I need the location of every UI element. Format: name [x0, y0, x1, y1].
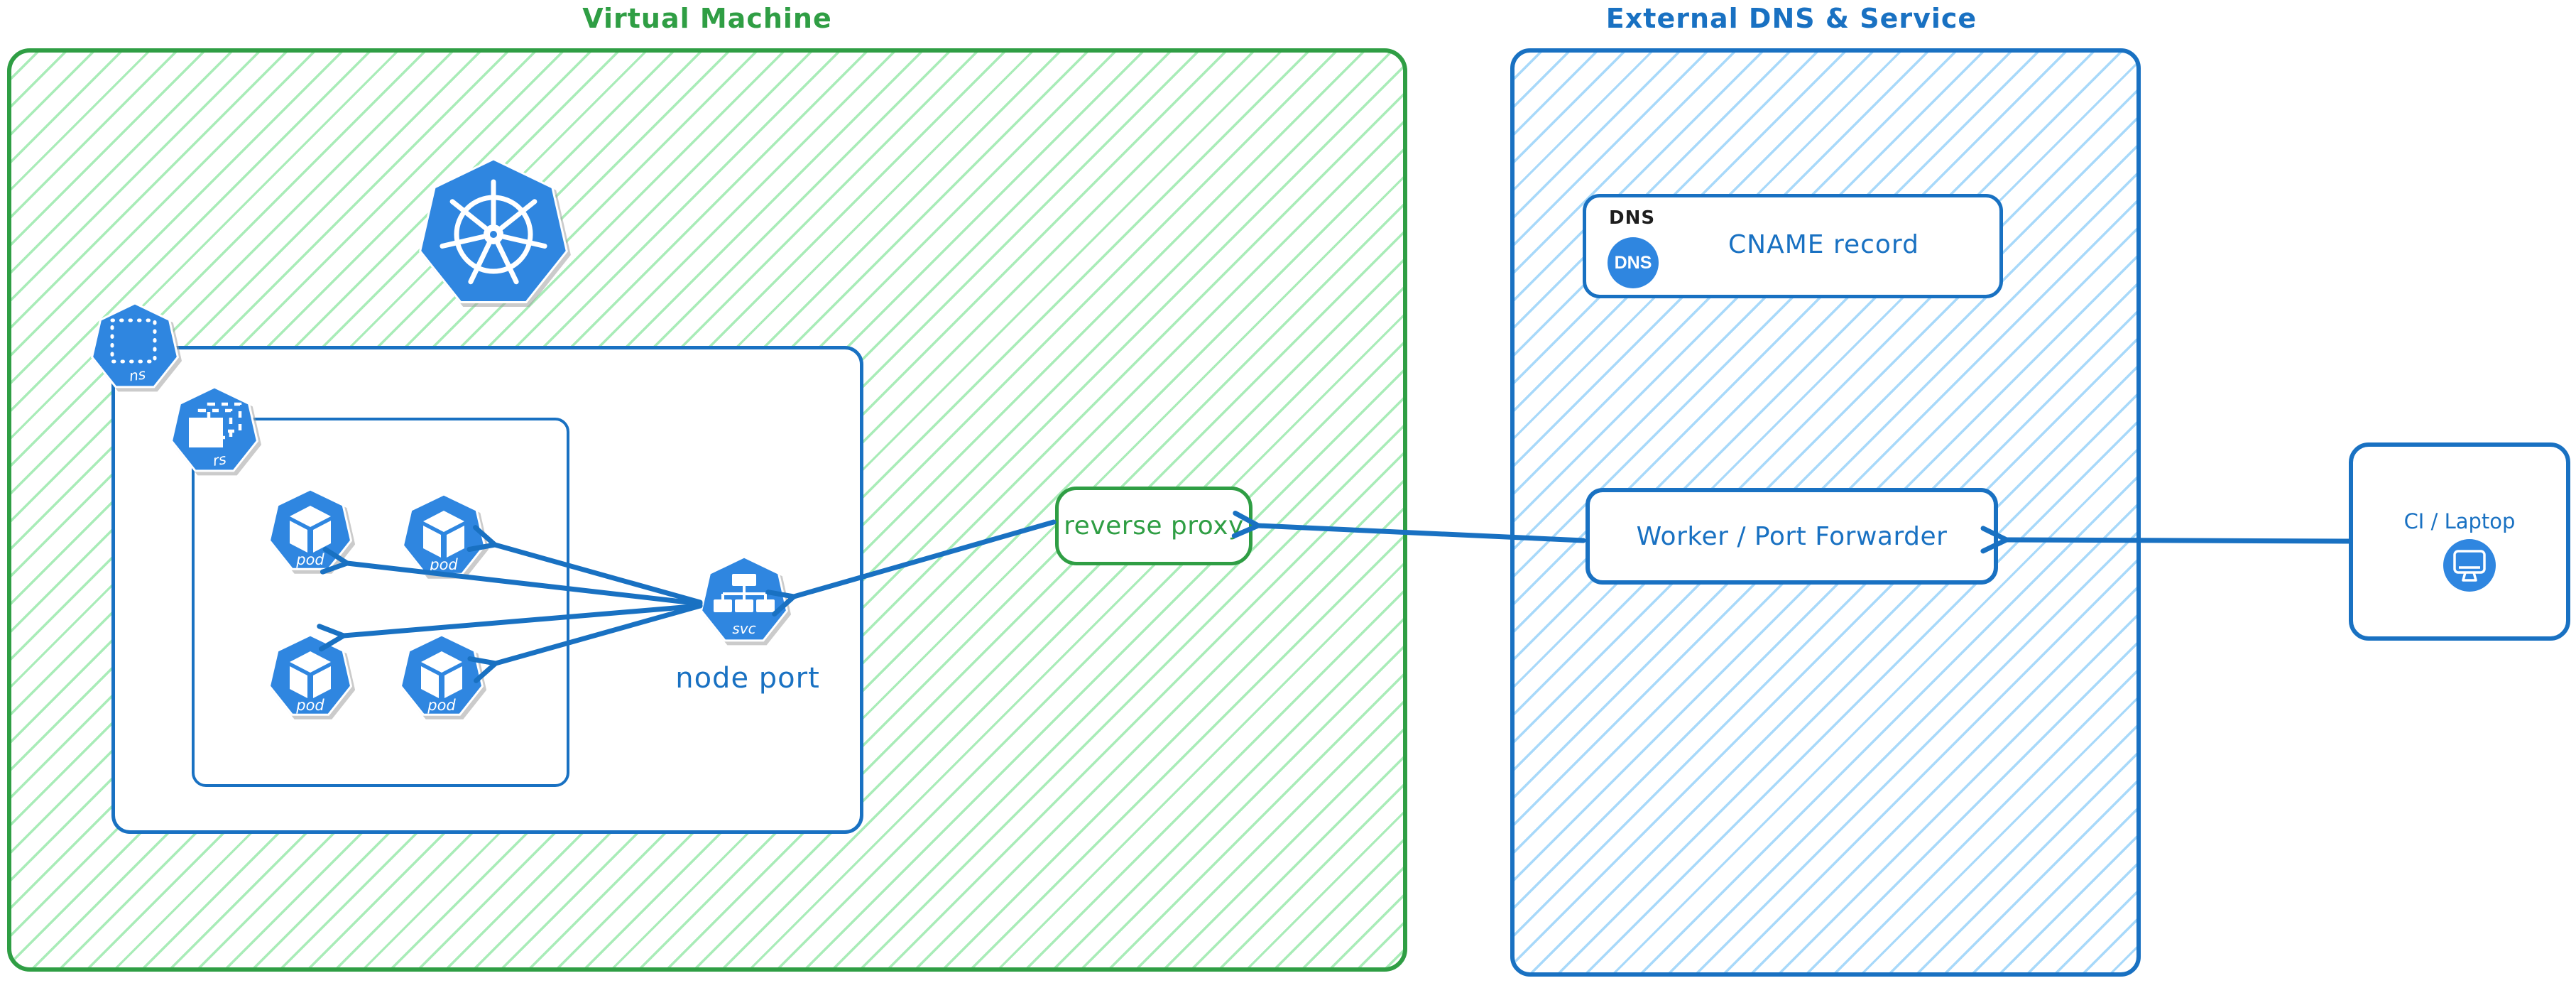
external-dns-title: External DNS & Service [1605, 3, 1977, 34]
pod-cube-glyph [290, 651, 331, 698]
rs-front-square-glyph [189, 418, 223, 447]
pod-label: pod [429, 556, 458, 573]
ci-laptop-label: CI / Laptop [2403, 509, 2516, 533]
pod-icon-4[interactable]: pod [400, 635, 484, 719]
replicaset-icon[interactable]: rs [170, 387, 258, 475]
virtual-machine-title: Virtual Machine [582, 3, 832, 34]
pod-cube-glyph [423, 511, 464, 558]
svc-icon-label: svc [732, 620, 755, 637]
node-port-caption: node port [675, 662, 820, 695]
ns-dotted-square-glyph [110, 318, 157, 364]
svc-tree-glyph [714, 574, 775, 612]
rs-icon-label: rs [212, 450, 228, 469]
worker-port-forwarder-box[interactable]: Worker / Port Forwarder [1586, 488, 1998, 585]
worker-port-forwarder-label: Worker / Port Forwarder [1636, 521, 1948, 551]
dns-cname-box[interactable]: DNS DNS CNAME record [1583, 194, 2003, 298]
kubernetes-helm-wheel [440, 179, 547, 285]
pod-icon-2[interactable]: pod [402, 494, 486, 578]
ns-heptagon [91, 303, 179, 389]
reverse-proxy-box[interactable]: reverse proxy [1055, 487, 1252, 565]
dns-tag-text: DNS [1609, 207, 1656, 229]
pod-heptagon [268, 635, 352, 716]
dns-badge-icon: DNS [1608, 237, 1659, 288]
cname-record-label: CNAME record [1728, 230, 1919, 259]
pod-icon-3[interactable]: pod [268, 635, 352, 719]
ns-icon-label: ns [128, 365, 146, 384]
pod-label: pod [295, 551, 324, 568]
reverse-proxy-label: reverse proxy [1064, 511, 1244, 541]
dns-badge-label: DNS [1614, 252, 1652, 273]
pod-cube-glyph [290, 506, 331, 553]
pod-icon-1[interactable]: pod [268, 489, 352, 573]
kubernetes-logo-icon[interactable] [415, 156, 572, 313]
pod-cube-glyph [421, 651, 462, 698]
monitor-icon [2443, 539, 2496, 592]
pod-label: pod [295, 697, 324, 714]
ci-laptop-box[interactable]: CI / Laptop [2349, 442, 2570, 641]
namespace-icon[interactable]: ns [91, 303, 179, 391]
service-icon[interactable]: svc [700, 557, 788, 645]
pod-label: pod [427, 697, 456, 714]
